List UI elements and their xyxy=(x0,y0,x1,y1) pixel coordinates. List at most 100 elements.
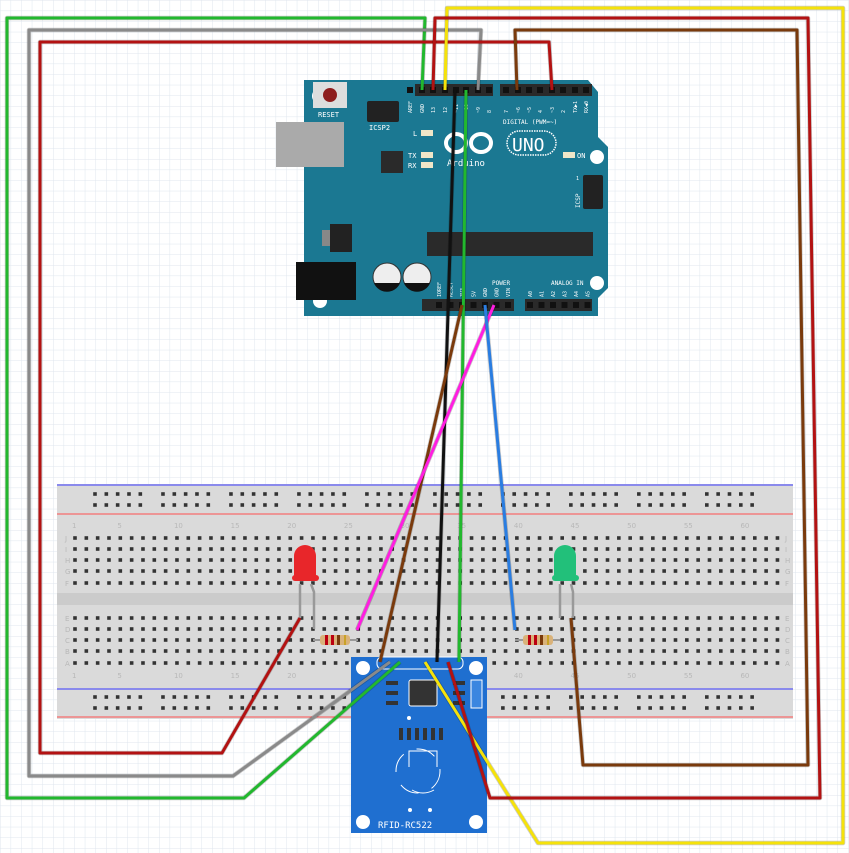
breadboard-hole[interactable] xyxy=(707,627,712,631)
rail-hole[interactable] xyxy=(410,503,415,507)
breadboard-hole[interactable] xyxy=(605,581,610,585)
breadboard-hole[interactable] xyxy=(673,661,678,665)
breadboard-hole[interactable] xyxy=(401,581,406,585)
rail-hole[interactable] xyxy=(127,695,131,699)
breadboard-hole[interactable] xyxy=(481,569,485,573)
rail-hole[interactable] xyxy=(671,492,675,496)
analog-pin[interactable] xyxy=(538,302,545,308)
breadboard-hole[interactable] xyxy=(469,569,474,573)
breadboard-hole[interactable] xyxy=(129,616,134,620)
rail-hole[interactable] xyxy=(512,695,517,699)
breadboard-hole[interactable] xyxy=(95,649,100,653)
breadboard-hole[interactable] xyxy=(617,569,621,573)
breadboard-hole[interactable] xyxy=(515,627,519,631)
rail-hole[interactable] xyxy=(739,503,743,507)
breadboard-hole[interactable] xyxy=(628,581,632,585)
breadboard-hole[interactable] xyxy=(209,638,213,642)
rail-hole[interactable] xyxy=(444,503,449,507)
breadboard-hole[interactable] xyxy=(118,558,123,562)
breadboard-hole[interactable] xyxy=(356,558,361,562)
rail-hole[interactable] xyxy=(297,503,301,507)
rail-hole[interactable] xyxy=(501,695,505,699)
digital-pin[interactable] xyxy=(515,87,521,93)
rail-hole[interactable] xyxy=(206,503,211,507)
breadboard-hole[interactable] xyxy=(322,627,327,631)
breadboard-hole[interactable] xyxy=(435,536,440,540)
breadboard-hole[interactable] xyxy=(696,536,700,540)
breadboard-hole[interactable] xyxy=(424,649,429,653)
breadboard-hole[interactable] xyxy=(617,536,621,540)
breadboard-hole[interactable] xyxy=(696,547,700,551)
breadboard-hole[interactable] xyxy=(356,569,361,573)
breadboard-hole[interactable] xyxy=(492,536,497,540)
rail-hole[interactable] xyxy=(682,503,686,507)
breadboard-hole[interactable] xyxy=(447,627,451,631)
rail-hole[interactable] xyxy=(705,503,709,507)
breadboard-hole[interactable] xyxy=(333,649,338,653)
breadboard-hole[interactable] xyxy=(277,569,281,573)
rail-hole[interactable] xyxy=(93,695,97,699)
breadboard-hole[interactable] xyxy=(209,558,213,562)
breadboard-hole[interactable] xyxy=(333,627,338,631)
breadboard-hole[interactable] xyxy=(163,558,168,562)
breadboard-hole[interactable] xyxy=(401,536,406,540)
rail-hole[interactable] xyxy=(716,492,720,496)
breadboard-hole[interactable] xyxy=(152,616,157,620)
breadboard-hole[interactable] xyxy=(707,536,712,540)
breadboard-hole[interactable] xyxy=(628,536,632,540)
breadboard-hole[interactable] xyxy=(651,547,655,551)
breadboard-hole[interactable] xyxy=(84,649,89,653)
breadboard-hole[interactable] xyxy=(549,616,553,620)
breadboard-hole[interactable] xyxy=(209,627,213,631)
breadboard-hole[interactable] xyxy=(333,558,338,562)
breadboard-hole[interactable] xyxy=(685,627,689,631)
breadboard-hole[interactable] xyxy=(311,581,315,585)
breadboard-hole[interactable] xyxy=(707,661,712,665)
breadboard-hole[interactable] xyxy=(152,558,157,562)
breadboard-hole[interactable] xyxy=(84,627,89,631)
breadboard-hole[interactable] xyxy=(413,638,417,642)
breadboard-hole[interactable] xyxy=(617,581,621,585)
rail-hole[interactable] xyxy=(127,503,131,507)
breadboard-hole[interactable] xyxy=(231,649,236,653)
breadboard-hole[interactable] xyxy=(107,638,111,642)
rail-hole[interactable] xyxy=(682,695,686,699)
breadboard-hole[interactable] xyxy=(299,581,304,585)
rail-hole[interactable] xyxy=(750,706,754,710)
rail-hole[interactable] xyxy=(331,706,335,710)
rail-hole[interactable] xyxy=(705,706,709,710)
breadboard-hole[interactable] xyxy=(594,536,598,540)
rail-hole[interactable] xyxy=(206,492,211,496)
breadboard-hole[interactable] xyxy=(401,547,406,551)
breadboard-hole[interactable] xyxy=(503,649,508,653)
rail-hole[interactable] xyxy=(659,695,664,699)
breadboard-hole[interactable] xyxy=(707,649,712,653)
rail-hole[interactable] xyxy=(603,695,607,699)
breadboard-hole[interactable] xyxy=(685,581,689,585)
breadboard-hole[interactable] xyxy=(390,569,395,573)
breadboard-hole[interactable] xyxy=(753,558,757,562)
breadboard-hole[interactable] xyxy=(764,661,768,665)
breadboard-hole[interactable] xyxy=(492,581,497,585)
rail-hole[interactable] xyxy=(659,503,664,507)
breadboard-hole[interactable] xyxy=(775,547,780,551)
rail-hole[interactable] xyxy=(240,706,245,710)
breadboard-hole[interactable] xyxy=(526,649,530,653)
breadboard-hole[interactable] xyxy=(129,536,134,540)
breadboard-hole[interactable] xyxy=(526,558,530,562)
breadboard-hole[interactable] xyxy=(231,661,236,665)
breadboard-hole[interactable] xyxy=(345,616,349,620)
breadboard-hole[interactable] xyxy=(322,569,327,573)
breadboard-hole[interactable] xyxy=(775,616,780,620)
breadboard-hole[interactable] xyxy=(685,616,689,620)
digital-pin[interactable] xyxy=(583,87,589,93)
breadboard-hole[interactable] xyxy=(583,627,587,631)
breadboard-hole[interactable] xyxy=(175,638,179,642)
rail-hole[interactable] xyxy=(172,492,177,496)
breadboard-hole[interactable] xyxy=(231,638,236,642)
breadboard-hole[interactable] xyxy=(277,547,281,551)
rail-hole[interactable] xyxy=(569,503,573,507)
breadboard-hole[interactable] xyxy=(447,569,451,573)
rail-hole[interactable] xyxy=(682,492,686,496)
breadboard-hole[interactable] xyxy=(481,536,485,540)
